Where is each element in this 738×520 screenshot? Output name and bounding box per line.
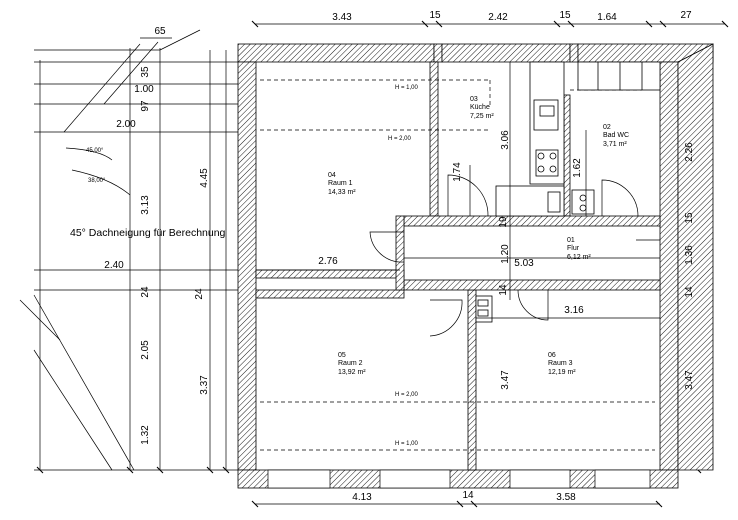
bath-fixtures: [475, 61, 661, 323]
room-number: 01: [567, 237, 575, 244]
room-label-flur: 01 Flur 6,12 m²: [567, 237, 591, 262]
bottom-dim: 14: [462, 490, 474, 501]
top-dim: 15: [429, 10, 441, 21]
right-dim: 3.47: [684, 370, 695, 390]
room-name: Bad WC: [603, 132, 630, 140]
room-area: 7,25 m²: [470, 112, 494, 120]
height-label: H = 1,00: [395, 441, 418, 447]
room-number: 02: [603, 124, 611, 131]
top-dim: 2.42: [488, 12, 508, 23]
roof-height-lines: [260, 79, 655, 451]
angle-45-label: 45,00°: [86, 148, 104, 154]
left-dim: 2.00: [116, 119, 136, 130]
room-label-kueche: 03 Küche 7,25 m²: [470, 96, 494, 121]
top-dim: 3.43: [332, 12, 352, 23]
height-label: H = 2,00: [395, 392, 418, 398]
left-dim: 1.32: [140, 425, 151, 445]
right-dim: 1.36: [684, 245, 695, 265]
roof-section-lines: [19, 23, 725, 505]
room-number: 03: [470, 96, 478, 103]
bottom-dim: 4.13: [352, 492, 372, 503]
top-dim: 1.64: [597, 12, 617, 23]
inner-dim: 3.16: [564, 305, 584, 316]
height-label: H = 1,00: [395, 85, 418, 91]
room-number: 06: [548, 352, 556, 359]
room-name: Raum 1: [328, 180, 353, 188]
inner-dim: 3.47: [500, 370, 511, 390]
kitchen-fixtures: [495, 61, 565, 217]
room-name: Flur: [567, 245, 580, 253]
left-dim: 1.00: [134, 84, 154, 95]
angle-38-label: 38,00°: [88, 178, 106, 184]
right-dim: 15: [684, 212, 695, 224]
room-area: 13,92 m²: [338, 368, 366, 376]
inner-dim: 5.03: [514, 258, 534, 269]
left-dim: 4.45: [199, 168, 210, 188]
inner-dim: 1.20: [500, 244, 511, 264]
top-left-dim: 65: [154, 26, 166, 37]
right-dim: 14: [684, 286, 695, 298]
top-dim: 27: [680, 10, 692, 21]
inner-dim: 19: [498, 216, 509, 228]
room-dimension-lines: [256, 62, 660, 319]
room-label-raum-1: 04 Raum 1 14,33 m²: [328, 172, 356, 197]
room-number: 05: [338, 352, 346, 359]
walls: [237, 43, 714, 489]
inner-dim: 14: [498, 284, 509, 296]
left-dim: 24: [194, 288, 205, 300]
left-dim: 24: [140, 286, 151, 298]
top-dim: 15: [559, 10, 571, 21]
room-name: Raum 3: [548, 360, 573, 368]
height-label: H = 2,00: [388, 136, 411, 142]
room-label-raum-2: 05 Raum 2 13,92 m²: [338, 352, 366, 377]
room-number: 04: [328, 172, 336, 179]
room-name: Küche: [470, 104, 490, 112]
right-dim: 2.26: [684, 142, 695, 162]
room-label-raum-3: 06 Raum 3 12,19 m²: [548, 352, 576, 377]
bottom-dim: 3.58: [556, 492, 576, 503]
room-area: 14,33 m²: [328, 188, 356, 196]
room-label-bad-wc: 02 Bad WC 3,71 m²: [603, 124, 629, 149]
room-area: 6,12 m²: [567, 253, 591, 261]
inner-dim: 1.62: [572, 158, 583, 178]
room-area: 12,19 m²: [548, 368, 576, 376]
inner-dim: 3.06: [500, 130, 511, 150]
left-dim: 97: [140, 100, 151, 112]
dimension-ticks: [36, 20, 729, 508]
left-dim: 2.40: [104, 260, 124, 271]
room-name: Raum 2: [338, 360, 363, 368]
left-dim: 3.37: [199, 375, 210, 395]
left-dim: 3.13: [140, 195, 151, 215]
inner-dim: 1.74: [452, 162, 463, 182]
left-dim: 2.05: [140, 340, 151, 360]
inner-dim: 2.76: [318, 256, 338, 267]
roof-pitch-title: 45° Dachneigung für Berechnung: [70, 227, 226, 239]
room-area: 3,71 m²: [603, 140, 627, 148]
window-openings: [267, 469, 651, 489]
door-swings: [369, 174, 660, 337]
left-dim: 35: [140, 66, 151, 78]
